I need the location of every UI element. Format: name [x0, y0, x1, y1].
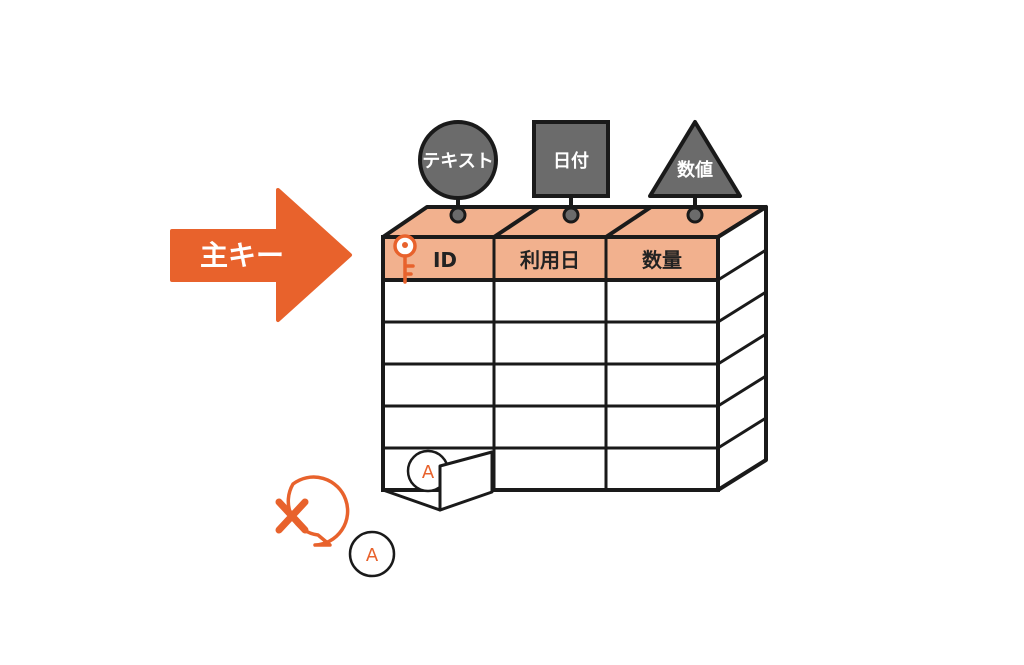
type-marker-number: 数値	[648, 120, 742, 224]
primary-key-label: 主キー	[200, 239, 284, 272]
type-marker-date-label: 日付	[553, 150, 589, 172]
primary-key-arrow: 主キー	[170, 188, 352, 322]
column-header-quantity: 数量	[642, 248, 682, 272]
column-header-id: ID	[433, 248, 457, 272]
key-icon	[393, 234, 417, 284]
type-marker-text-label: テキスト	[422, 151, 493, 172]
duplicate-marker-label: A	[366, 545, 379, 566]
record-insert-flap: A	[382, 449, 494, 512]
column-header-usage-date: 利用日	[520, 248, 580, 272]
record-marker-label: A	[422, 462, 435, 483]
duplicate-marker	[348, 530, 396, 578]
type-marker-number-label: 数値	[677, 159, 713, 181]
type-marker-date: 日付	[532, 120, 610, 224]
duplicate-record: A	[275, 475, 396, 578]
type-marker-text: テキスト	[418, 120, 498, 224]
table-side-face	[716, 205, 768, 492]
cross-in-speech-bubble-icon	[275, 475, 350, 547]
